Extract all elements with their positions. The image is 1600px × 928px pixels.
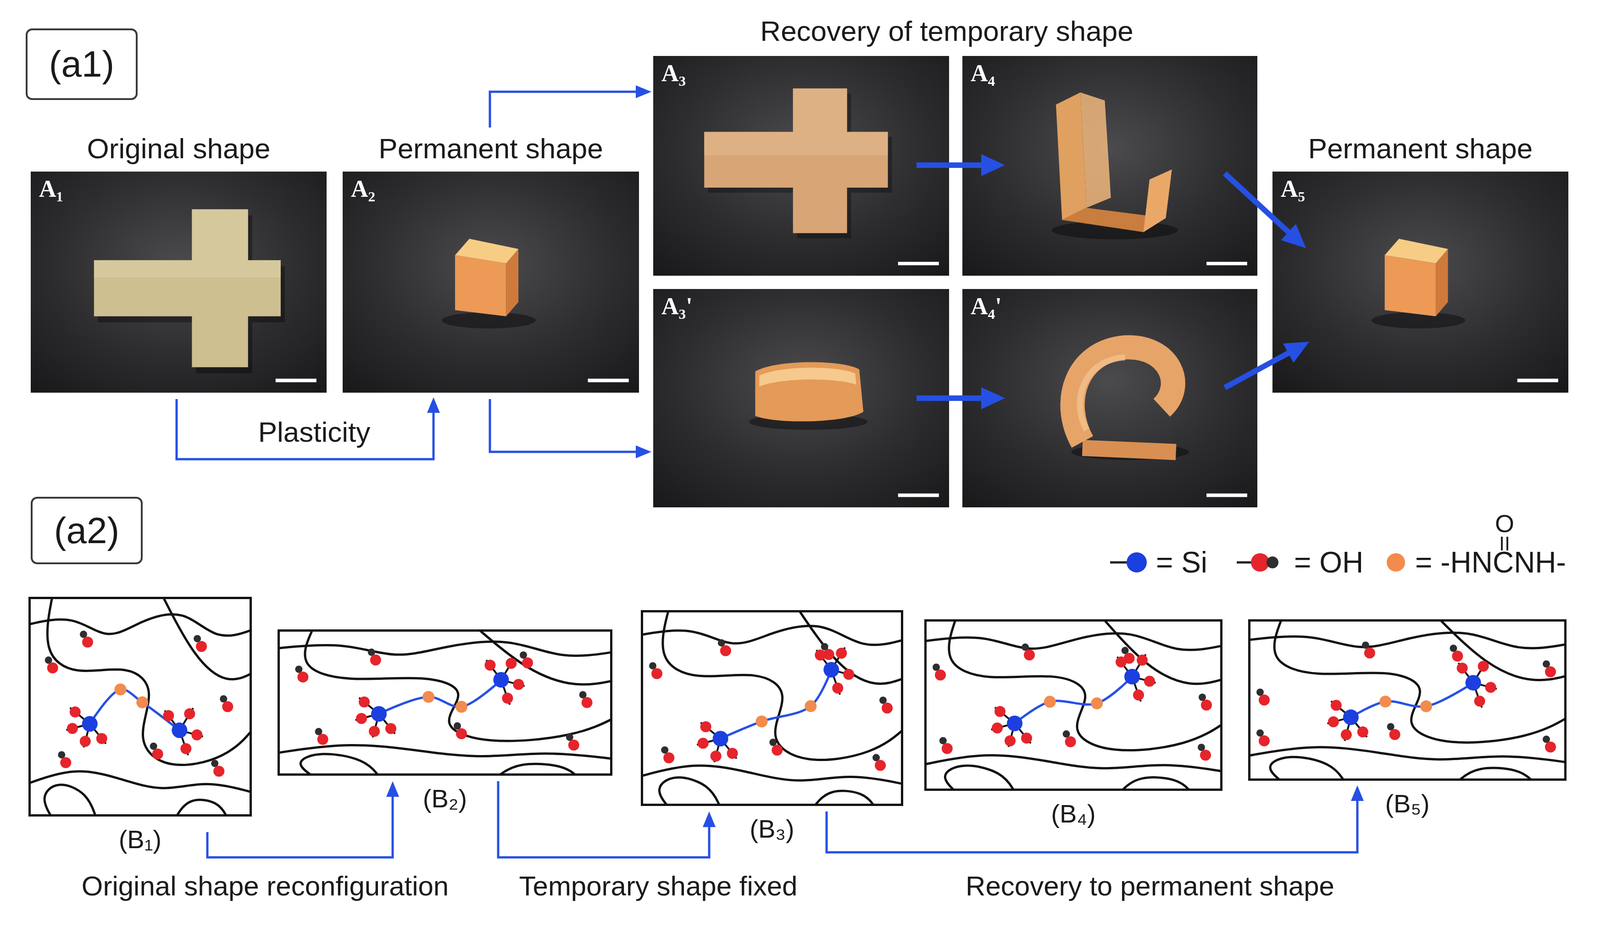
- panel-label-box: (a2): [30, 496, 143, 565]
- photo-frame: [342, 171, 639, 393]
- edge-label: Plasticity: [258, 415, 371, 449]
- photo-label: A₃': [661, 292, 693, 320]
- process-arrow: [1224, 173, 1298, 240]
- schematic-node: (B₁): [28, 596, 252, 858]
- panel-label-box: (a1): [25, 28, 138, 100]
- photo-frame: [653, 288, 950, 508]
- photo-label: A₁: [38, 175, 64, 203]
- connector-arrow: [489, 399, 645, 452]
- legend-item: = -HNCNH-: [1383, 544, 1567, 581]
- schematic-frame: [277, 629, 613, 776]
- connector-arrow: [826, 791, 1358, 853]
- photo-node: Original shapeA₁: [30, 125, 327, 393]
- schematic-frame: [1248, 619, 1567, 781]
- schematic-node: (B₂): [277, 629, 613, 817]
- photo-label: A₄: [970, 59, 995, 87]
- photo-illustration: [962, 288, 1258, 508]
- edge-label: Recovery to permanent shape: [965, 870, 1335, 902]
- schematic-node: (B₅): [1248, 619, 1567, 823]
- photo-illustration: [1272, 171, 1569, 393]
- text-label: O: [1494, 509, 1515, 538]
- photo-illustration: [342, 171, 639, 393]
- edge-label: Original shape reconfiguration: [81, 870, 449, 902]
- network-schematic: [30, 599, 250, 815]
- photo-node: A₃': [653, 288, 950, 508]
- legend-sample: [1233, 544, 1295, 581]
- panel-label: (a2): [32, 498, 141, 563]
- network-schematic: [926, 621, 1221, 789]
- panel-caption: (B₅): [1248, 785, 1567, 823]
- legend-text: = Si: [1155, 545, 1208, 580]
- photo-heading: Permanent shape: [1272, 125, 1569, 172]
- panel-caption: (B₁): [28, 821, 252, 858]
- photo-node: A₄: [962, 55, 1258, 276]
- schematic-node: (B₃): [640, 610, 904, 848]
- connector-arrow: [489, 91, 645, 128]
- photo-frame: [30, 171, 327, 393]
- panel-label: (a1): [27, 30, 136, 99]
- photo-label: A₅: [1280, 175, 1306, 203]
- panel-caption: (B₂): [277, 780, 613, 817]
- network-schematic: [1250, 621, 1565, 779]
- photo-heading: Original shape: [30, 125, 327, 172]
- process-arrow: [916, 162, 994, 168]
- photo-node: A₄': [962, 288, 1258, 508]
- photo-frame: [962, 55, 1258, 276]
- photo-label: A₃: [661, 59, 686, 87]
- panel-caption: (B₃): [640, 810, 904, 848]
- legend-item: = Si: [1107, 544, 1208, 581]
- photo-illustration: [30, 171, 327, 393]
- text-label: Recovery of temporary shape: [760, 14, 1134, 48]
- photo-illustration: [962, 55, 1258, 276]
- photo-label: A₄': [970, 292, 1002, 320]
- photo-illustration: [653, 55, 950, 276]
- photo-node: A₃: [653, 55, 950, 276]
- schematic-frame: [640, 610, 904, 806]
- legend-swatch: [1386, 553, 1406, 572]
- edge-label: Temporary shape fixed: [519, 870, 798, 902]
- photo-node: Permanent shapeA₂: [342, 125, 639, 393]
- photo-frame: [1272, 171, 1569, 393]
- photo-frame: [653, 55, 950, 276]
- schematic-frame: [28, 596, 252, 817]
- connector-arrow: [207, 787, 393, 858]
- network-schematic: [279, 631, 611, 774]
- schematic-frame: [924, 619, 1223, 791]
- photo-node: Permanent shapeA₅: [1272, 125, 1569, 393]
- photo-frame: [962, 288, 1258, 508]
- photo-illustration: [653, 288, 950, 508]
- legend-sample: [1383, 544, 1416, 581]
- legend-item: = OH: [1233, 544, 1364, 581]
- panel-caption: (B₄): [924, 795, 1223, 833]
- photo-label: A₂: [350, 175, 376, 203]
- legend-swatch: [1126, 552, 1147, 573]
- process-arrow: [1224, 347, 1299, 388]
- schematic-node: (B₄): [924, 619, 1223, 833]
- connector-arrow: [176, 399, 434, 460]
- network-schematic: [643, 612, 901, 804]
- process-arrow: [916, 395, 994, 401]
- legend-sample: [1107, 544, 1156, 581]
- legend-text: = -HNCNH-: [1415, 545, 1567, 580]
- connector-arrow: [498, 781, 710, 858]
- legend-text: = OH: [1294, 545, 1364, 580]
- photo-heading: Permanent shape: [342, 125, 639, 172]
